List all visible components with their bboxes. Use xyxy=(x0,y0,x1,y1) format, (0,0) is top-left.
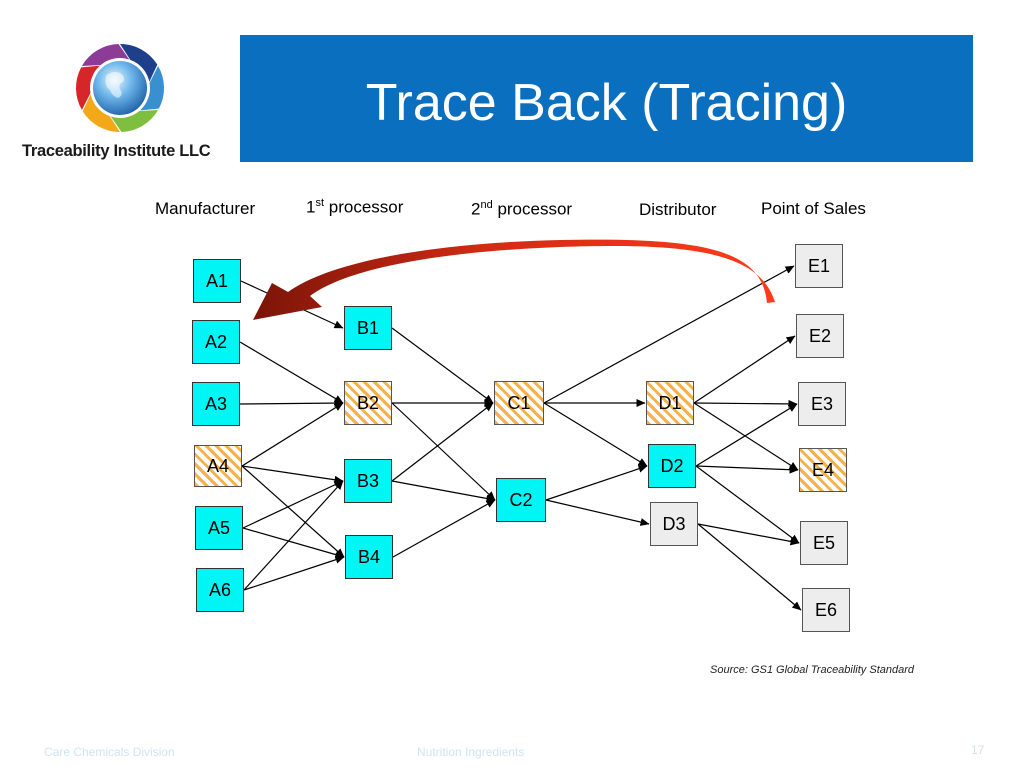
node-b3: B3 xyxy=(344,459,392,503)
edge-b4-c2 xyxy=(392,499,496,558)
node-c1: C1 xyxy=(494,381,544,425)
edge-b3-c1 xyxy=(391,402,494,482)
edge-d2-e5 xyxy=(695,465,800,544)
column-label-manufacturer: Manufacturer xyxy=(155,199,256,218)
footer-division: Care Chemicals Division xyxy=(44,745,175,759)
source-note: Source: GS1 Global Traceability Standard xyxy=(710,664,915,676)
column-label-distributor: Distributor xyxy=(639,200,717,219)
logo-ring-segment xyxy=(81,44,130,66)
edge-d1-e3 xyxy=(693,399,798,408)
logo-text: Traceability Institute LLC xyxy=(22,142,211,160)
column-label-first-processor: 1st processor xyxy=(306,197,403,218)
logo-ring-segment xyxy=(82,94,120,132)
page-number: 17 xyxy=(971,743,985,757)
node-d3: D3 xyxy=(650,502,698,546)
edge-b3-c2 xyxy=(391,480,496,503)
logo-ring-segment xyxy=(76,65,100,110)
edge-c2-d2 xyxy=(545,464,648,501)
node-e3: E3 xyxy=(798,382,846,426)
edge-a6-b4 xyxy=(243,555,345,591)
trace-back-arrow xyxy=(253,239,775,320)
edge-a5-b4 xyxy=(242,527,345,559)
edge-a2-b2 xyxy=(239,341,344,404)
node-d1: D1 xyxy=(646,381,694,425)
node-d2: D2 xyxy=(648,444,696,488)
edge-b2-c2 xyxy=(391,402,496,501)
node-c2: C2 xyxy=(496,478,546,522)
logo-ring-segment xyxy=(140,66,164,111)
node-a6: A6 xyxy=(196,568,244,612)
column-label-text: processor xyxy=(492,199,573,219)
slide-title: Trace Back (Tracing) xyxy=(365,74,848,132)
edge-d2-e4 xyxy=(695,465,799,474)
edge-d1-e2 xyxy=(693,335,796,404)
logo-color-ring xyxy=(76,44,164,132)
ordinal-number: 1 xyxy=(306,197,316,217)
edge-a4-b2 xyxy=(241,402,344,467)
ordinal-number: 2 xyxy=(471,199,481,219)
node-e2: E2 xyxy=(796,314,844,358)
title-bar: Trace Back (Tracing) xyxy=(240,35,973,162)
edge-d3-e6 xyxy=(697,523,802,611)
edge-a5-b3 xyxy=(242,480,344,529)
ordinal-suffix: st xyxy=(315,197,325,209)
globe-continent-shape xyxy=(105,72,124,98)
node-b4: B4 xyxy=(345,535,393,579)
traceability-institute-logo xyxy=(76,44,164,132)
edge-d1-e4 xyxy=(693,402,799,471)
node-a1: A1 xyxy=(193,259,241,303)
node-e5: E5 xyxy=(800,521,848,565)
edge-a4-b3 xyxy=(241,465,344,484)
edge-b1-c1 xyxy=(391,327,494,404)
node-a5: A5 xyxy=(195,506,243,550)
logo-ring-segment xyxy=(110,110,159,132)
globe-icon xyxy=(93,61,147,115)
edge-d2-e3 xyxy=(695,403,798,467)
edge-a6-b3 xyxy=(243,480,344,591)
edge-c1-e1 xyxy=(543,265,795,404)
node-b1: B1 xyxy=(344,306,392,350)
edges-group xyxy=(239,265,802,611)
node-a4: A4 xyxy=(194,445,242,487)
column-label-text: processor xyxy=(324,197,404,217)
column-label-second-processor: 2nd processor xyxy=(471,199,572,220)
node-a2: A2 xyxy=(192,320,240,364)
edge-c2-d3 xyxy=(545,499,650,526)
ordinal-suffix: nd xyxy=(480,199,493,211)
column-label-point-of-sales: Point of Sales xyxy=(761,199,866,218)
edge-a3-b2 xyxy=(239,399,344,408)
logo-ring-segment xyxy=(120,44,158,82)
node-e1: E1 xyxy=(795,244,843,288)
footer-subtitle: Nutrition Ingredients xyxy=(417,745,525,759)
edge-a4-b4 xyxy=(241,465,345,558)
node-e4: E4 xyxy=(799,448,847,492)
edge-c1-d2 xyxy=(543,402,648,467)
edge-d3-e5 xyxy=(697,523,800,546)
node-a3: A3 xyxy=(192,382,240,426)
node-b2: B2 xyxy=(344,381,392,425)
node-e6: E6 xyxy=(802,588,850,632)
